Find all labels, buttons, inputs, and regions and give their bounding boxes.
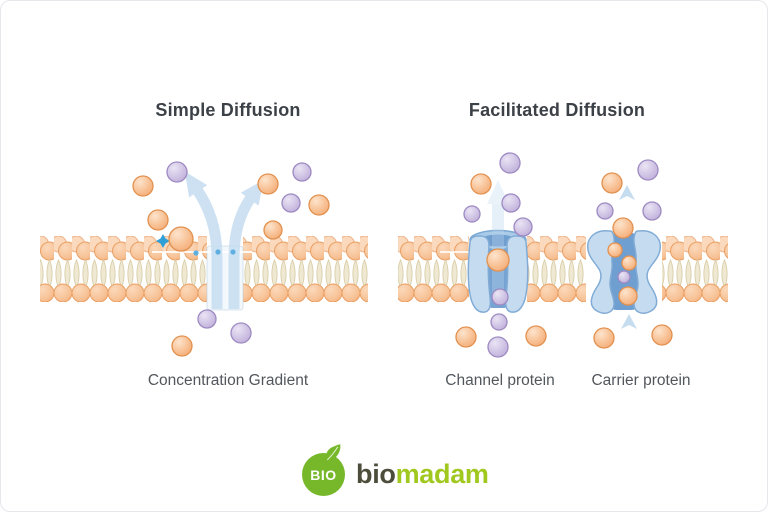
molecule-purple [490, 313, 508, 331]
molecule-orange [621, 255, 637, 271]
bio-badge: BIO [302, 444, 345, 496]
diffusion-arrows [184, 171, 264, 309]
molecule-orange [171, 335, 193, 357]
molecule-orange [651, 324, 673, 346]
carrier-arrow-up-bottom [621, 314, 637, 329]
simple-diffusion-title: Simple Diffusion [155, 100, 301, 120]
molecule-orange [168, 226, 194, 252]
concentration-gradient-label: Concentration Gradient [147, 372, 309, 389]
molecule-purple [642, 201, 662, 221]
membrane-segment [662, 236, 728, 302]
molecule-purple [487, 336, 509, 358]
molecule-purple [596, 202, 614, 220]
membrane-segment [398, 236, 469, 302]
molecule-purple [463, 205, 481, 223]
diffusion-arrow-right [228, 179, 264, 309]
membrane-segment [527, 236, 586, 302]
bio-badge-text: BIO [310, 466, 337, 483]
molecules [132, 152, 673, 358]
molecule-orange [593, 327, 615, 349]
molecule-purple [501, 193, 521, 213]
molecule-purple [499, 152, 521, 174]
molecule-orange [470, 173, 492, 195]
molecule-purple [166, 161, 188, 183]
brand-suffix: madam [395, 459, 489, 489]
sparkle-icon [156, 234, 170, 248]
molecule-purple [637, 159, 659, 181]
molecule-orange [486, 248, 510, 272]
channel-protein-label: Channel protein [445, 372, 555, 389]
molecule-purple [491, 288, 509, 306]
molecule-orange [263, 220, 283, 240]
molecule-orange [618, 286, 638, 306]
facilitated-diffusion-title: Facilitated Diffusion [468, 100, 646, 120]
molecule-orange [525, 325, 547, 347]
molecule-purple [292, 162, 312, 182]
molecule-purple [281, 193, 301, 213]
channel-protein [467, 180, 529, 313]
molecule-orange [607, 242, 623, 258]
molecule-orange [132, 175, 154, 197]
leaf-icon [326, 444, 341, 461]
diffusion-arrow-left [184, 171, 223, 309]
carrier-arrow-up-top [619, 185, 635, 200]
molecule-purple [513, 217, 533, 237]
membrane-segment [243, 236, 368, 302]
molecule-purple [197, 309, 217, 329]
molecule-orange [147, 209, 169, 231]
carrier-protein-label: Carrier protein [591, 372, 691, 389]
molecule-purple [230, 322, 252, 344]
molecule-orange [601, 172, 623, 194]
molecule-purple [617, 270, 631, 284]
molecule-orange [455, 326, 477, 348]
molecule-orange [308, 194, 330, 216]
brand-prefix: bio [356, 459, 396, 489]
molecule-orange [257, 173, 279, 195]
water-droplets [193, 249, 236, 256]
molecule-orange [612, 217, 634, 239]
